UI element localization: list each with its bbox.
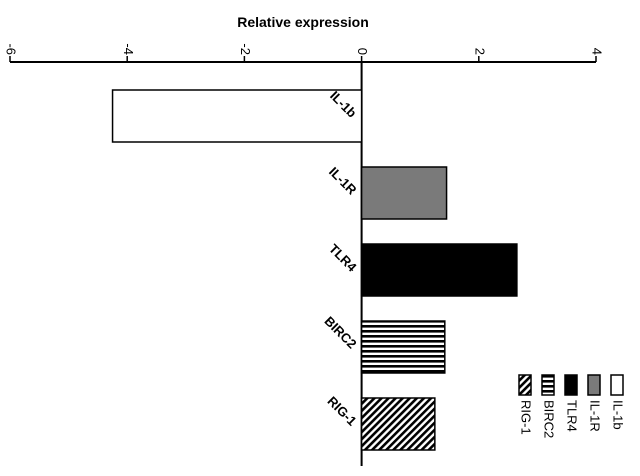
legend-label: BIRC2: [542, 400, 557, 438]
category-label: TLR4: [326, 241, 360, 275]
bar-rig-1: [360, 397, 436, 451]
x-tick-label: 0: [355, 48, 370, 55]
legend-swatch: [587, 374, 601, 396]
x-tick-label: -4: [121, 43, 136, 55]
legend: RIG-1 BIRC2 TLR4 IL-1R IL-1b: [518, 374, 626, 438]
bars: [111, 89, 518, 451]
x-tick-label: -2: [238, 43, 253, 55]
bar-tlr4: [360, 243, 518, 297]
legend-label: IL-1R: [588, 400, 603, 432]
legend-label: TLR4: [565, 400, 580, 432]
x-tick-label: 2: [472, 48, 487, 55]
legend-swatch: [610, 374, 624, 396]
category-label: RIG-1: [325, 393, 360, 428]
category-label: BIRC2: [321, 313, 359, 351]
category-label: IL-1R: [326, 164, 360, 198]
legend-swatch: [564, 374, 578, 396]
bar-il-1b: [111, 89, 363, 143]
chart-title: Relative expression: [237, 14, 369, 30]
legend-label: IL-1b: [611, 400, 626, 430]
bar-birc2: [360, 320, 446, 374]
bar-il-1r: [360, 166, 448, 220]
legend-swatch: [541, 374, 555, 396]
legend-label: RIG-1: [519, 400, 534, 435]
legend-swatch: [518, 374, 532, 396]
x-tick-label: 4: [590, 48, 605, 55]
x-tick-label: -6: [4, 43, 19, 55]
